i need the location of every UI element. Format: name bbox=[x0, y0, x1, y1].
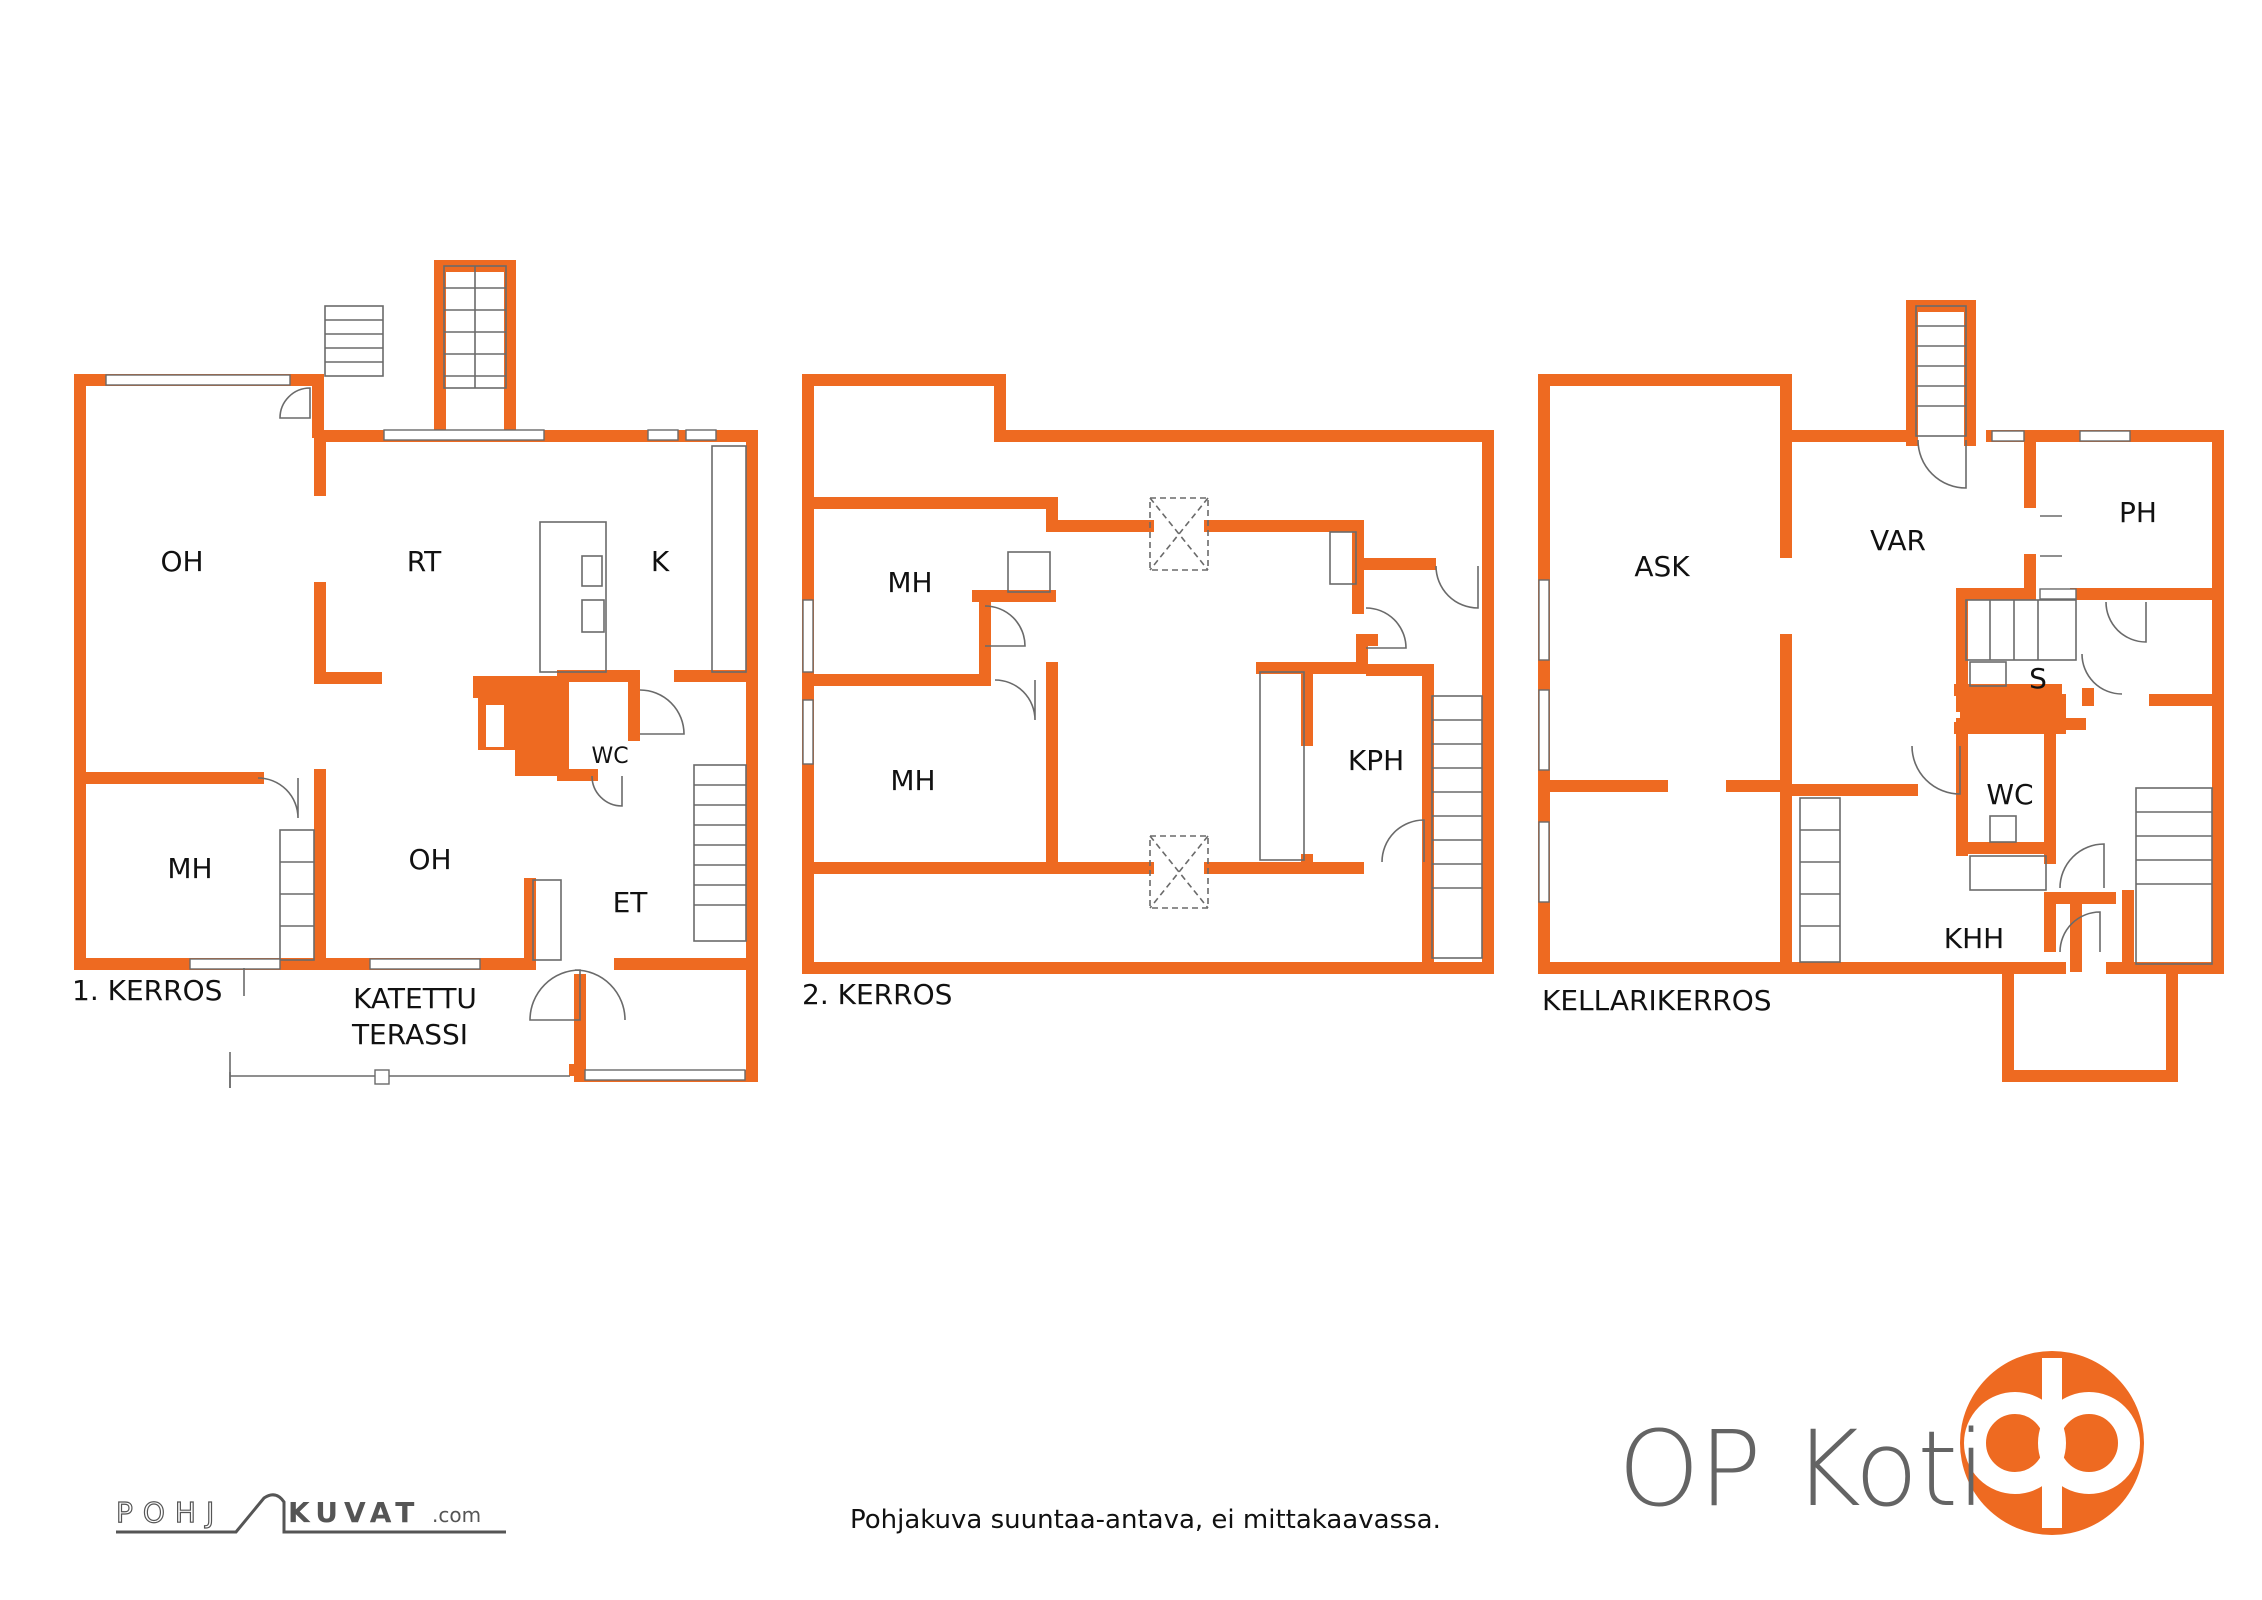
logo-pohj-text: POHJ bbox=[116, 1496, 224, 1529]
room-label-kph: KPH bbox=[1348, 744, 1404, 777]
floor-label-2: 2. KERROS bbox=[802, 978, 952, 1011]
terrace-label-line-1: KATETTU bbox=[353, 982, 477, 1015]
room-label-k: K bbox=[651, 545, 670, 578]
room-label-oh-2: OH bbox=[408, 843, 451, 876]
floor-1-walls bbox=[74, 260, 758, 1082]
brand-name: OP Koti bbox=[1618, 1408, 1986, 1530]
room-label-wc-1: WC bbox=[591, 744, 628, 769]
room-label-oh-1: OH bbox=[160, 545, 203, 578]
basement-walls bbox=[1538, 300, 2224, 1082]
logo-kuvat-text: KUVAT bbox=[288, 1496, 420, 1529]
logo-roof-icon bbox=[116, 1493, 506, 1534]
floor-2-plan bbox=[802, 374, 1494, 974]
room-label-wc-3: WC bbox=[1986, 778, 2033, 811]
room-label-et: ET bbox=[613, 886, 649, 919]
logo-domain-text: .com bbox=[432, 1503, 481, 1527]
room-label-mh-2a: MH bbox=[887, 566, 932, 599]
pohjakuvat-logo: POHJ KUVAT .com bbox=[115, 1492, 506, 1543]
floor-label-basement: KELLARIKERROS bbox=[1542, 984, 1772, 1017]
room-label-rt: RT bbox=[407, 545, 442, 578]
op-logo-icon bbox=[1960, 1351, 2144, 1535]
room-label-ask: ASK bbox=[1634, 550, 1690, 583]
room-label-khh: KHH bbox=[1944, 922, 2004, 955]
basement-plan bbox=[1538, 300, 2224, 1082]
floor-label-1: 1. KERROS bbox=[72, 974, 222, 1007]
floor-1-plan bbox=[74, 260, 758, 1088]
room-label-var: VAR bbox=[1870, 524, 1926, 557]
disclaimer-text: Pohjakuva suuntaa-antava, ei mittakaavas… bbox=[850, 1505, 1441, 1535]
room-label-s: S bbox=[2029, 662, 2047, 695]
room-label-mh-2b: MH bbox=[890, 764, 935, 797]
room-label-mh-1: MH bbox=[167, 852, 212, 885]
floor-2-walls bbox=[802, 374, 1494, 974]
room-label-ph: PH bbox=[2119, 496, 2157, 529]
terrace-label-line-2: TERASSI bbox=[351, 1018, 468, 1051]
